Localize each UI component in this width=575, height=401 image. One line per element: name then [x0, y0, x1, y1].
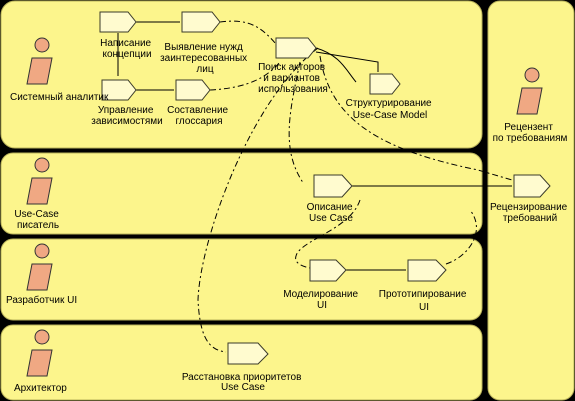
actor-system-analyst [26, 37, 53, 85]
activity-describe-usecase [313, 174, 353, 198]
activity-identify-stakeholders [181, 11, 221, 33]
activity-review-requirements [513, 174, 551, 198]
label-glossary: Составление глоссария [167, 105, 231, 127]
lane-ui-developer [0, 238, 483, 321]
activity-write-concept [99, 11, 137, 33]
activity-prototype-ui [407, 259, 447, 282]
lane-usecase-writer [0, 152, 483, 235]
label-find-actors: Поиск акторов и вариантов использования [258, 62, 328, 95]
role-label-requirements-reviewer: Рецензент по требованиям [493, 122, 568, 144]
label-review-requirements: Рецензирование требований [490, 202, 570, 224]
label-describe-usecase: Описание Use Case [307, 202, 356, 224]
activity-glossary [175, 79, 211, 101]
label-identify-stakeholders: Выявление нужд заинтересованных лиц [160, 42, 250, 75]
role-label-ui-developer: Разработчик UI [6, 294, 77, 306]
lane-system-analyst [0, 0, 483, 149]
actor-architect [26, 329, 53, 377]
role-label-system-analyst: Системный аналитик [10, 92, 109, 103]
actor-usecase-writer [26, 157, 53, 205]
label-prioritize: Расстановка приоритетов Use Case [182, 372, 304, 393]
label-prototype-ui: Прототипирование UI [379, 289, 469, 313]
label-manage-dependencies: Управление зависимостями [91, 105, 163, 127]
role-label-architect: Архитектор [14, 383, 67, 394]
activity-find-actors [275, 37, 317, 59]
activity-manage-dependencies [101, 79, 137, 101]
activity-prioritize [227, 342, 269, 365]
activity-structure-model [369, 73, 401, 95]
role-label-usecase-writer: Use-Case писатель [14, 209, 61, 231]
actor-requirements-reviewer [516, 67, 543, 115]
label-model-ui: Моделирование UI [283, 289, 361, 311]
flow-connectors [117, 20, 513, 353]
activity-model-ui [309, 259, 347, 282]
actor-ui-developer [26, 243, 53, 291]
label-structure-model: Структурирование Use-Case Model [346, 98, 435, 121]
label-write-concept: Написание концепции [100, 38, 154, 60]
lane-requirements-reviewer [487, 0, 575, 401]
